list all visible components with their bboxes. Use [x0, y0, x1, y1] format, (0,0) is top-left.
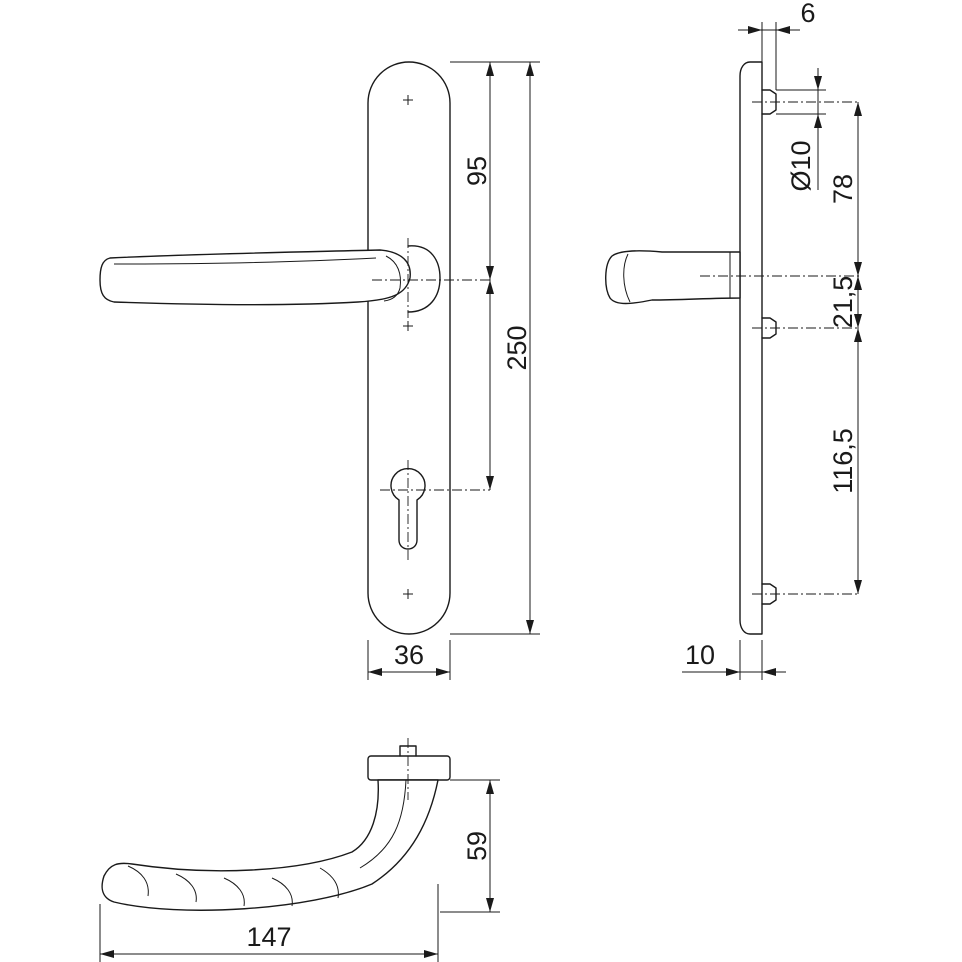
front-dimensions: 95 250 36: [367, 61, 540, 680]
lever-top-grip-waves: [127, 865, 339, 907]
lever-top-inner: [359, 779, 407, 869]
side-dimensions: 6 Ø10 78 21,5 116,5 10: [682, 0, 862, 680]
dim-36: 36: [394, 640, 424, 670]
dim-6: 6: [800, 0, 815, 28]
dim-59: 59: [462, 831, 492, 861]
dim-250: 250: [502, 325, 532, 370]
lever-side-detail: [623, 253, 631, 303]
lever-handle-top: [101, 779, 439, 911]
lever-handle-neck: [383, 255, 401, 302]
dim-diameter-10: Ø10: [786, 140, 816, 191]
side-view: [605, 61, 860, 635]
dim-116-5: 116,5: [828, 428, 858, 494]
front-view: [99, 61, 490, 635]
dim-21-5: 21,5: [828, 276, 858, 329]
top-view: [101, 738, 451, 911]
lever-handle-side: [605, 250, 741, 305]
dim-147: 147: [246, 922, 291, 952]
keyhole: [390, 467, 426, 550]
handle-rosette: [407, 245, 441, 313]
screw-mark-bottom: [403, 589, 413, 599]
backplate-front: [367, 61, 451, 635]
screw-mark-middle: [403, 321, 413, 331]
top-dimensions: 59 147: [99, 779, 500, 962]
screw-mark-top: [403, 95, 413, 105]
lever-handle-ridge: [113, 257, 377, 265]
dim-10: 10: [685, 640, 715, 670]
rosette-top: [367, 755, 451, 781]
dim-95: 95: [462, 156, 492, 186]
dim-78: 78: [828, 174, 858, 204]
backplate-side: [739, 61, 763, 635]
